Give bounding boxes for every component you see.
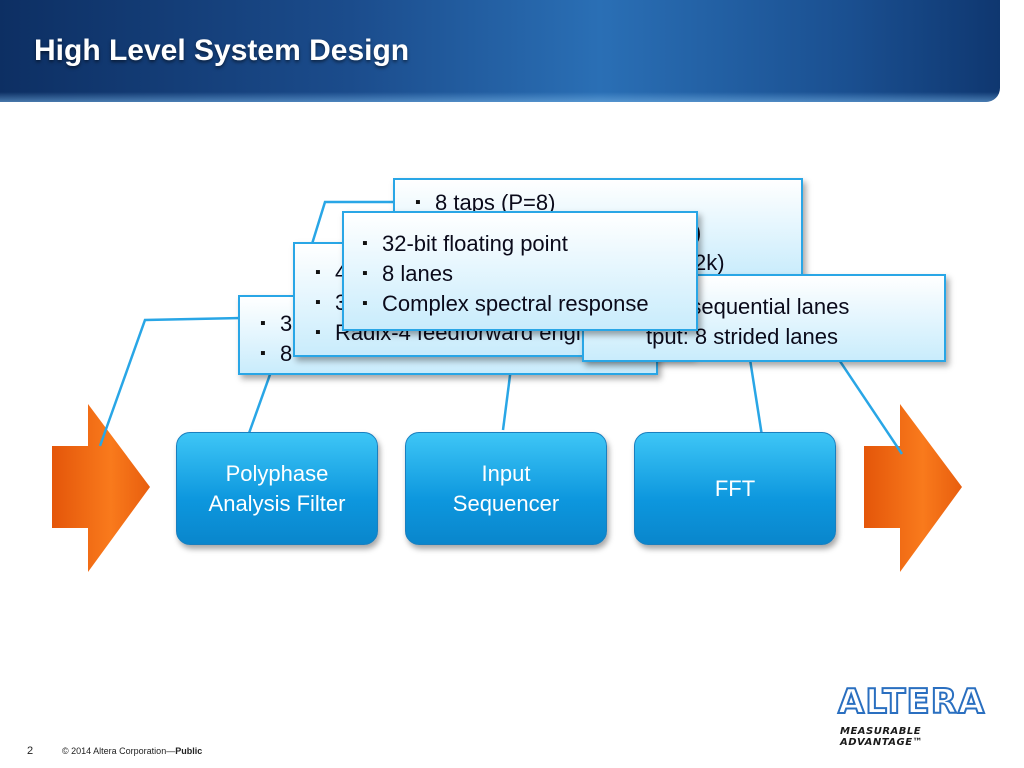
bullet-item: 8 lanes bbox=[356, 259, 696, 289]
bullet-item: 8 bbox=[254, 339, 656, 369]
bullet-item: 3 bbox=[254, 309, 656, 339]
logo-wordmark: ALTERA bbox=[837, 681, 986, 723]
data-format-callout: 32-bit floating point 8 lanes Complex sp… bbox=[342, 211, 698, 331]
input-sequencer-block: Input Sequencer bbox=[405, 432, 607, 545]
altera-logo: ALTERA MEASURABLE ADVANTAGE™ bbox=[837, 681, 998, 748]
bullet-item: Complex spectral response bbox=[356, 289, 696, 319]
bullet-item: 8 taps (P=8) bbox=[409, 188, 801, 218]
fft-block: FFT bbox=[634, 432, 836, 545]
copyright-emphasis: Public bbox=[175, 746, 203, 756]
leader-line-input bbox=[98, 316, 243, 447]
polyphase-filter-block: Polyphase Analysis Filter bbox=[176, 432, 378, 545]
lanes-text: 8 sequential lanes bbox=[672, 294, 850, 319]
leader-line-top bbox=[310, 200, 395, 245]
copyright-text: © 2014 Altera Corporation— bbox=[62, 746, 176, 756]
copyright: © 2014 Altera Corporation—Public bbox=[62, 746, 202, 756]
page-number: 2 bbox=[27, 745, 34, 757]
input-arrow bbox=[52, 404, 150, 572]
output-arrow bbox=[864, 404, 962, 572]
logo-tagline: MEASURABLE ADVANTAGE™ bbox=[840, 726, 924, 748]
bullet-item: 32-bit floating point bbox=[356, 229, 696, 259]
title-banner: High Level System Design bbox=[0, 0, 1000, 102]
slide-title: High Level System Design bbox=[34, 34, 410, 67]
